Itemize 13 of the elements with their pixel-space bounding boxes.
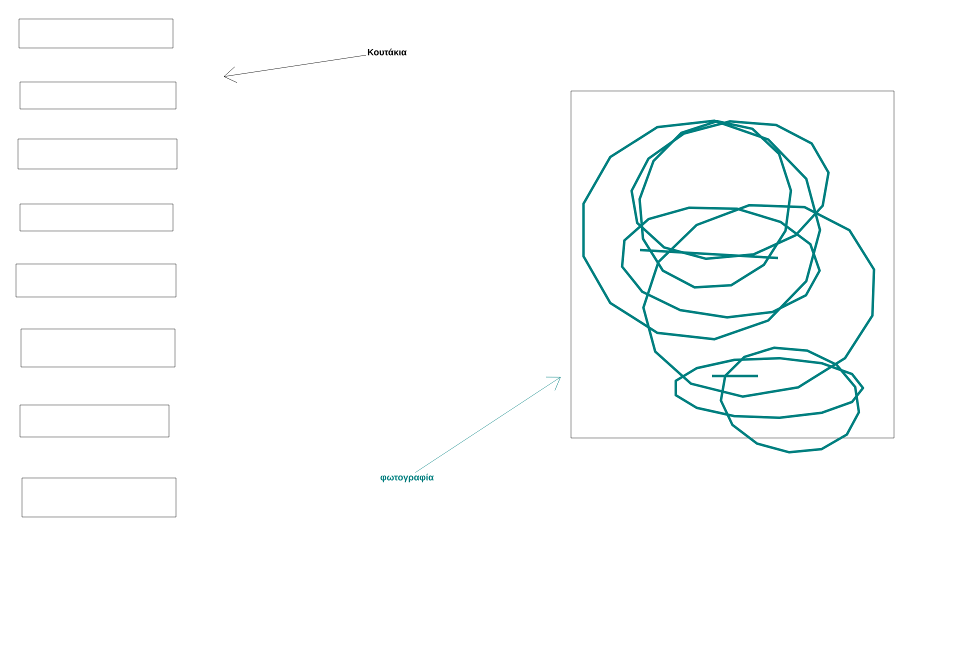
arrow — [415, 376, 561, 473]
empty-box — [16, 264, 176, 298]
empty-box — [20, 328, 176, 368]
empty-box — [18, 18, 174, 48]
text-label: φωτογραφία — [380, 474, 434, 482]
arrow — [224, 54, 366, 83]
empty-box — [18, 138, 178, 170]
empty-box — [22, 478, 176, 518]
empty-box — [20, 82, 176, 110]
text-label: Κουτάκια — [368, 48, 407, 56]
empty-box — [20, 404, 170, 438]
empty-box — [20, 204, 174, 232]
picture — [570, 90, 894, 454]
